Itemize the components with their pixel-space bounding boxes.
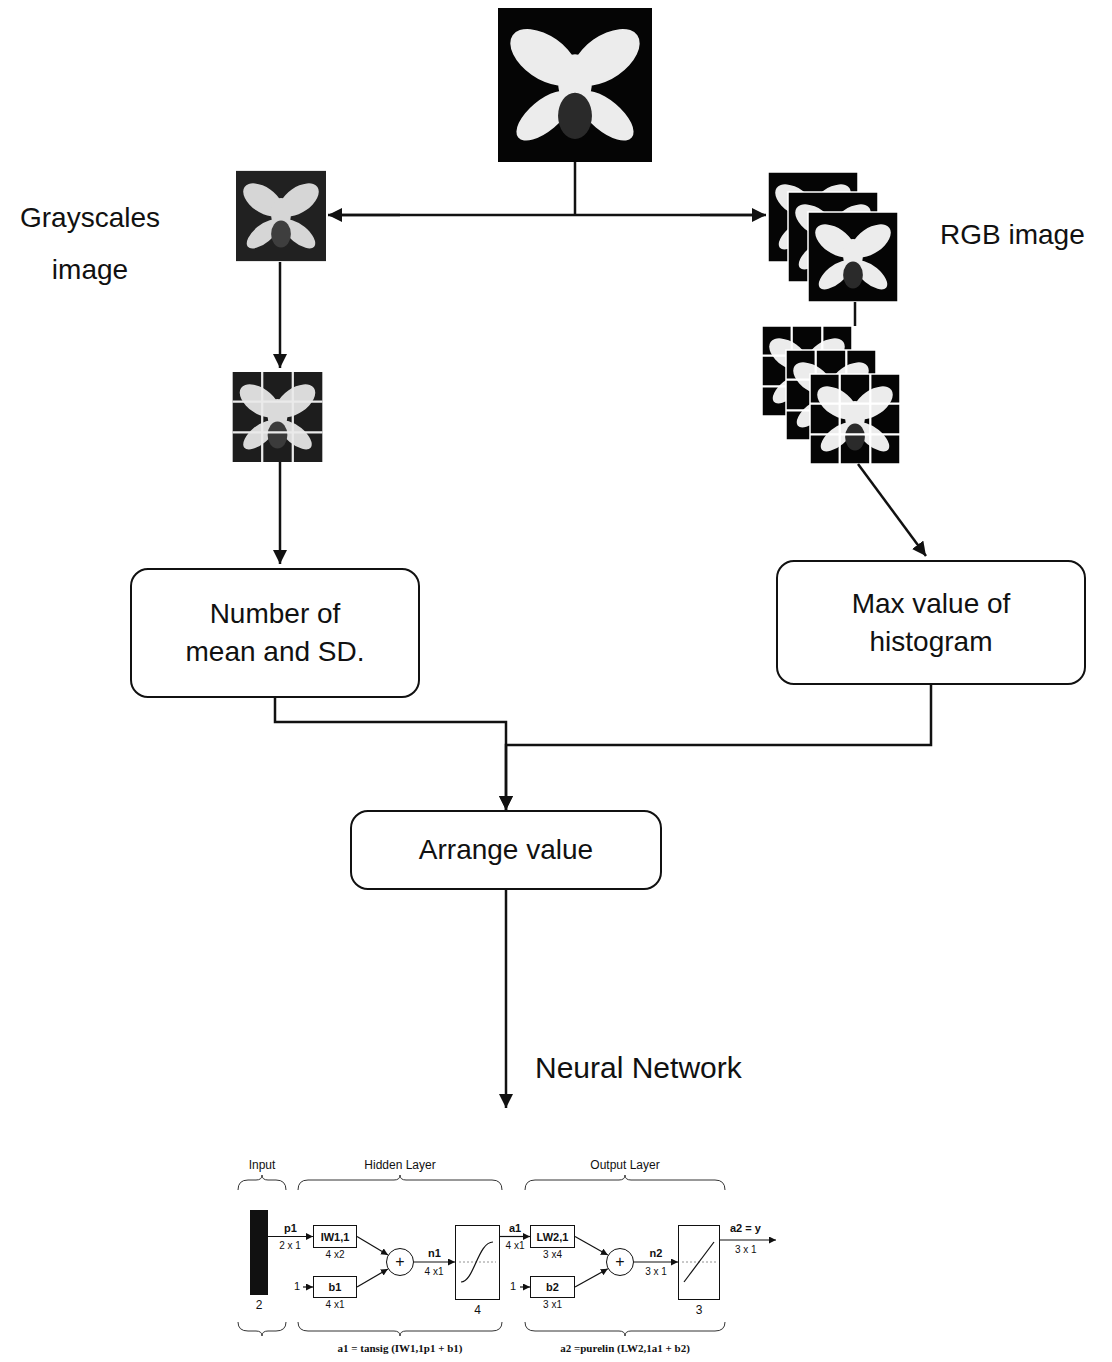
grayscale-grid-photo <box>232 372 323 462</box>
signal-label: a1 <box>508 1222 522 1235</box>
bias-arrow <box>520 1286 530 1287</box>
arrow <box>279 262 282 368</box>
formula: a2 =purelin (LW2,1a1 + b2) <box>560 1342 690 1355</box>
arrow <box>279 462 282 564</box>
bias-input: 1 <box>510 1280 516 1293</box>
connector <box>506 685 931 810</box>
dimension-label: 2 <box>256 1298 263 1312</box>
dimension-label: 3 <box>696 1303 703 1317</box>
connector <box>414 1261 455 1262</box>
weight-box: b14 x1 <box>313 1276 357 1298</box>
transfer-function-box: 3 <box>678 1225 720 1300</box>
rgb-grid-stack <box>762 326 900 464</box>
connector <box>634 1261 678 1262</box>
output-arrow <box>720 1239 776 1240</box>
link-line <box>854 302 857 326</box>
formula: a1 = tansig (IW1,1p1 + b1) <box>338 1342 463 1355</box>
dimension-label: 4 x1 <box>506 1240 525 1252</box>
node-text: IW1,1 <box>321 1231 350 1243</box>
output-label: a2 = y <box>730 1222 761 1235</box>
arrow <box>505 890 508 1108</box>
node-text: Max value of histogram <box>815 585 1047 661</box>
transfer-function-box: 4 <box>455 1225 500 1300</box>
signal-label: p1 <box>283 1222 298 1235</box>
dimension-label: 3 x 1 <box>645 1266 667 1278</box>
bias-arrow <box>303 1286 313 1287</box>
layer-heading: Hidden Layer <box>364 1158 435 1172</box>
connector <box>500 1236 530 1237</box>
dimension-label: 4 x2 <box>326 1249 345 1261</box>
weight-box: IW1,14 x2 <box>313 1225 357 1248</box>
signal-label: n1 <box>427 1247 442 1260</box>
layer-heading: Output Layer <box>590 1158 659 1172</box>
dimension-label: 3 x1 <box>543 1299 562 1311</box>
connector <box>275 698 506 810</box>
orchid-photo <box>498 8 652 162</box>
process-box: Number of mean and SD. <box>130 568 420 698</box>
sum-junction: + <box>606 1248 634 1276</box>
node-text: + <box>395 1254 404 1270</box>
weight-box: b23 x1 <box>530 1276 575 1298</box>
process-box: Max value of histogram <box>776 560 1086 685</box>
weight-box: LW2,13 x4 <box>530 1225 575 1248</box>
connector <box>268 1236 313 1237</box>
layer-braces <box>238 1175 725 1336</box>
node-text: + <box>615 1254 624 1270</box>
signal-label: n2 <box>649 1247 664 1260</box>
dimension-label: 2 x 1 <box>279 1240 301 1252</box>
arrow <box>328 214 400 217</box>
section-label: Neural Network <box>535 1050 742 1086</box>
node-text: b1 <box>329 1281 342 1293</box>
side-label: Grayscales image <box>0 192 180 296</box>
dimension-label: 4 <box>474 1303 481 1317</box>
sum-junction: + <box>386 1248 414 1276</box>
input-bar: 2 <box>250 1210 268 1295</box>
connector <box>575 1237 608 1256</box>
dimension-label: 3 x 1 <box>735 1244 757 1256</box>
node-text: b2 <box>546 1281 559 1293</box>
process-box: Arrange value <box>350 810 662 890</box>
dimension-label: 4 x1 <box>425 1266 444 1278</box>
layer-heading: Input <box>249 1158 276 1172</box>
node-text: LW2,1 <box>537 1231 569 1243</box>
side-label: RGB image <box>940 218 1085 252</box>
dimension-label: 4 x1 <box>326 1299 345 1311</box>
grayscale-photo <box>236 170 326 262</box>
rgb-photo-stack <box>768 172 898 302</box>
connector <box>357 1269 388 1287</box>
node-text: Number of mean and SD. <box>179 595 371 671</box>
connector <box>357 1237 388 1255</box>
bias-input: 1 <box>294 1280 300 1293</box>
arrow <box>700 214 766 217</box>
node-text: Arrange value <box>419 831 593 869</box>
arrow <box>858 464 926 556</box>
dimension-label: 3 x4 <box>543 1249 562 1261</box>
split-line <box>330 162 764 215</box>
connector <box>575 1269 608 1287</box>
